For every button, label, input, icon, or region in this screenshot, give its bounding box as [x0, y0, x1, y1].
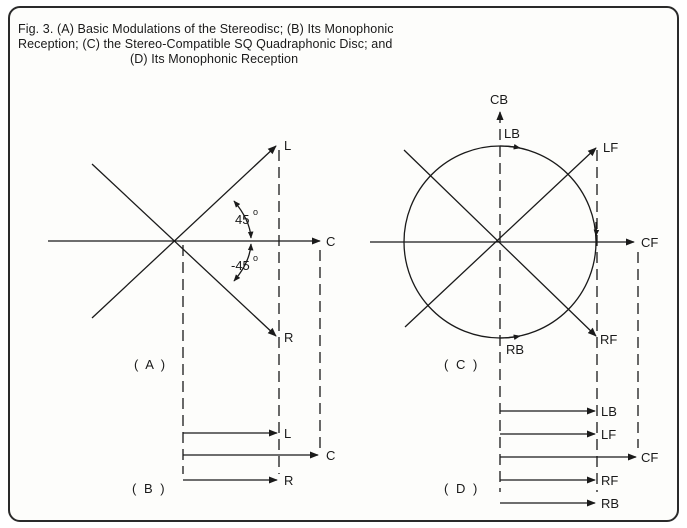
panel-c-label-cb: CB [490, 92, 508, 107]
panel-d-label-cf: CF [641, 450, 658, 465]
panel-a-label-r: R [284, 330, 293, 345]
panel-d-label-lb: LB [601, 404, 617, 419]
panel-d-label-lf: LF [601, 427, 616, 442]
caption-line-2: Reception; (C) the Stereo-Compatible SQ … [18, 37, 393, 51]
caption-line-3: (D) Its Monophonic Reception [130, 52, 299, 66]
panel-a-angle-45: 45 [235, 212, 249, 227]
panel-c-label-cf: CF [641, 235, 658, 250]
panel-d-label-rf: RF [601, 473, 618, 488]
panel-d-label-rb: RB [601, 496, 619, 511]
panel-b-label-c: C [326, 448, 335, 463]
figure-frame [8, 6, 679, 522]
caption-line-1: Fig. 3. (A) Basic Modulations of the Ste… [18, 22, 394, 36]
panel-c-label-lb: LB [504, 126, 520, 141]
panel-c-diagonal-falling [403, 149, 597, 337]
panel-b [183, 429, 319, 484]
panel-c-label-rb: RB [506, 342, 524, 357]
panel-b-tag: ( B ) [132, 481, 167, 496]
panel-c-circle-arrow-top [499, 143, 521, 150]
panel-a-angle-minus-45-degree: o [253, 253, 258, 263]
panel-c-tag: ( C ) [444, 357, 479, 372]
panel-a-diagonal-rising [91, 145, 277, 319]
panel-a [48, 145, 321, 474]
panel-a-angle-minus-45: -45 [231, 258, 250, 273]
panel-a-diagonal-falling [91, 163, 277, 337]
panel-c-diagonal-rising [404, 147, 597, 328]
panel-c-label-rf: RF [600, 332, 617, 347]
panel-a-angle-45-degree: o [253, 207, 258, 217]
panel-a-tag: ( A ) [134, 357, 167, 372]
panel-c-circle-arrow-bottom [499, 334, 521, 341]
panel-d-tag: ( D ) [444, 481, 479, 496]
panel-a-label-c: C [326, 234, 335, 249]
panel-d [500, 407, 637, 507]
panel-b-label-l: L [284, 426, 291, 441]
panel-a-angle-arc-positive [233, 200, 254, 239]
figure-caption: Fig. 3. (A) Basic Modulations of the Ste… [18, 22, 538, 67]
panel-a-label-l: L [284, 138, 291, 153]
panel-c [370, 111, 639, 492]
panel-c-label-lf: LF [603, 140, 618, 155]
panel-b-label-r: R [284, 473, 293, 488]
panel-a-angle-arc-negative [233, 243, 254, 282]
